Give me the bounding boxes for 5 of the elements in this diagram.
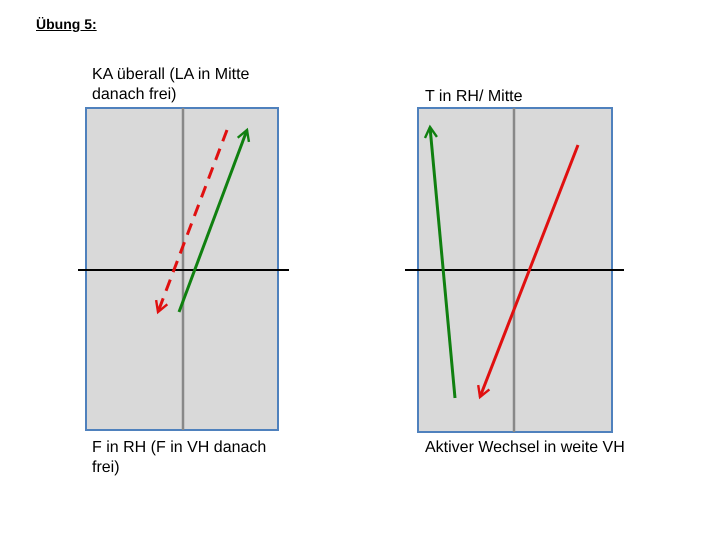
exercise-note: F in RH (F in VH danach frei)	[92, 438, 268, 478]
exercise-heading: KA überall (LA in Mitte danach frei)	[92, 65, 250, 105]
exercise-title: Übung 5:	[36, 16, 97, 32]
exercise-heading: T in RH/ Mitte	[425, 87, 524, 107]
exercise-note: Aktiver Wechsel in weite VH	[425, 438, 625, 458]
